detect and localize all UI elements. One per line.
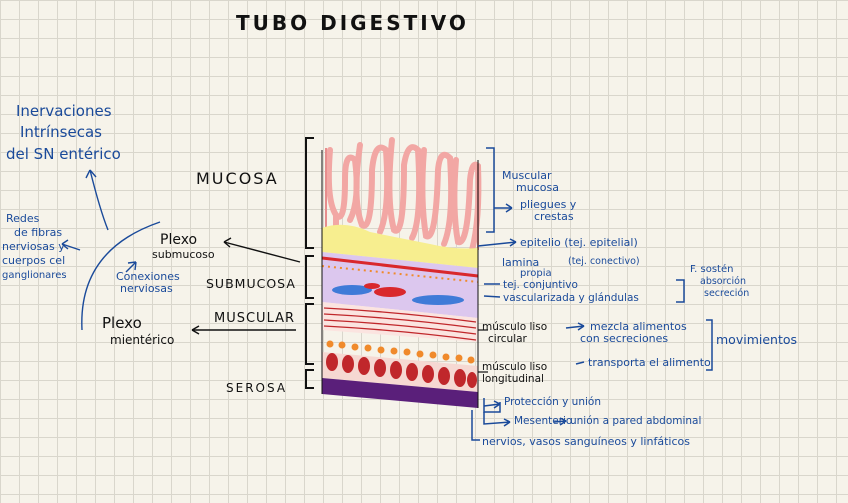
transporta-label: transporta el alimento [588, 356, 711, 369]
musculo-circular-line1: músculo liso [482, 321, 547, 333]
redes-note: Redes de fibras nerviosas y cuerpos cel … [2, 212, 67, 281]
conexiones-line2: nerviosas [120, 282, 173, 295]
red-vessel-1 [374, 287, 406, 297]
redes-line2: de fibras [14, 226, 62, 239]
f-soston-label: F. sostén [690, 263, 733, 275]
conexiones-note: Conexiones nerviosas [116, 270, 180, 295]
epitelio-label: epitelio (tej. epitelial) [520, 236, 638, 249]
proteccion-label: Protección y unión [504, 396, 601, 408]
musculo-long-line1: músculo liso [482, 361, 547, 373]
plexo-mie-line1: Plexo [102, 314, 142, 332]
lamina-line2: propia [520, 268, 552, 279]
pliegues-line2: crestas [534, 210, 574, 223]
label-submucosa: SUBMUCOSA [206, 276, 296, 291]
left-blue-arrows [62, 170, 160, 330]
secrecion-label: secreción [704, 288, 749, 299]
redes-line1: Redes [6, 212, 40, 225]
movimientos-label: movimientos [716, 332, 797, 347]
redes-line5: ganglionares [2, 270, 67, 281]
nervios-label: nervios, vasos sanguíneos y linfáticos [482, 435, 690, 448]
plexo-sub-line2: submucoso [152, 248, 215, 261]
mezcla-line2: con secreciones [580, 332, 668, 345]
inervaciones-line3: del SN entérico [6, 145, 121, 163]
left-brackets [306, 138, 314, 388]
page-title: TUBO DIGESTIVO [236, 11, 469, 35]
vascularizada-label: vascularizada y glándulas [503, 292, 639, 304]
union-pared-label: unión a pared abdominal [570, 415, 701, 427]
plexo-mie-line2: mientérico [110, 333, 174, 347]
absorcion-label: absorción [700, 276, 746, 287]
inervaciones-line1: Inervaciones [16, 102, 112, 120]
tissue-block [322, 140, 478, 408]
plexo-submucoso-note: Plexo submucoso [152, 232, 215, 261]
plexo-mienterico-note: Plexo mientérico [102, 314, 174, 347]
tej-conjuntivo-label: tej. conjuntivo [503, 279, 578, 291]
redes-line4: cuerpos cel [2, 254, 65, 267]
red-vessel-2 [364, 283, 380, 289]
musculo-circular-line2: circular [488, 333, 528, 345]
muscular-mucosa-line2: mucosa [516, 181, 559, 194]
mesenterio-label: Mesenterio [514, 415, 572, 427]
lamina-line3: (tej. conectivo) [568, 256, 640, 267]
label-muscular: MUSCULAR [214, 311, 295, 326]
redes-line3: nerviosas y [2, 240, 65, 253]
label-serosa: SEROSA [226, 381, 287, 395]
inervaciones-note: Inervaciones Intrínsecas del SN entérico [6, 102, 121, 163]
label-mucosa: MUCOSA [196, 169, 279, 188]
plexo-sub-line1: Plexo [160, 232, 197, 248]
musculo-long-line2: longitudinal [482, 373, 544, 385]
inervaciones-line2: Intrínsecas [20, 123, 102, 141]
blue-vessel-2 [412, 295, 464, 305]
